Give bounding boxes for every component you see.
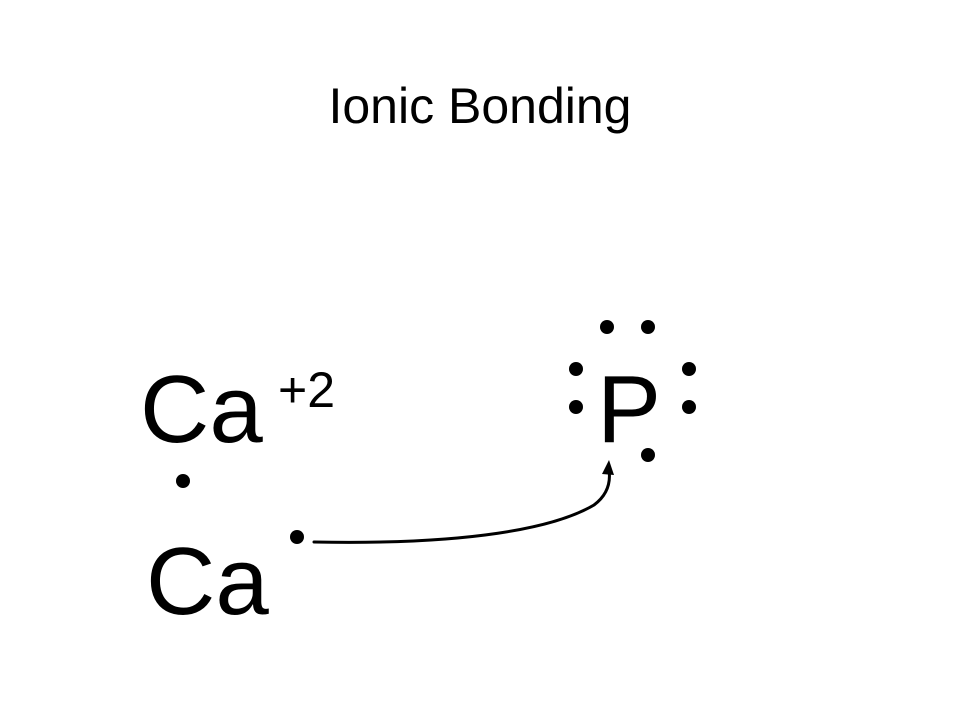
phosphorus-electron-dot (600, 320, 614, 334)
phosphorus-electron-dot (569, 400, 583, 414)
calcium-atom-symbol: Ca (146, 528, 269, 635)
calcium-ion-symbol: Ca (140, 356, 263, 463)
phosphorus-electron-dot (682, 400, 696, 414)
phosphorus-electron-dot (641, 448, 655, 462)
phosphorus-electron-dot (569, 362, 583, 376)
phosphorus-symbol: P (597, 356, 662, 463)
calcium-electron-dot (176, 474, 190, 488)
calcium-ion-charge: +2 (278, 362, 336, 418)
transfer-arrow-curve (312, 468, 611, 544)
phosphorus-electron-dot (641, 320, 655, 334)
calcium-electron-dot (290, 530, 304, 544)
phosphorus-electron-dot (682, 362, 696, 376)
slide-title: Ionic Bonding (328, 78, 632, 134)
